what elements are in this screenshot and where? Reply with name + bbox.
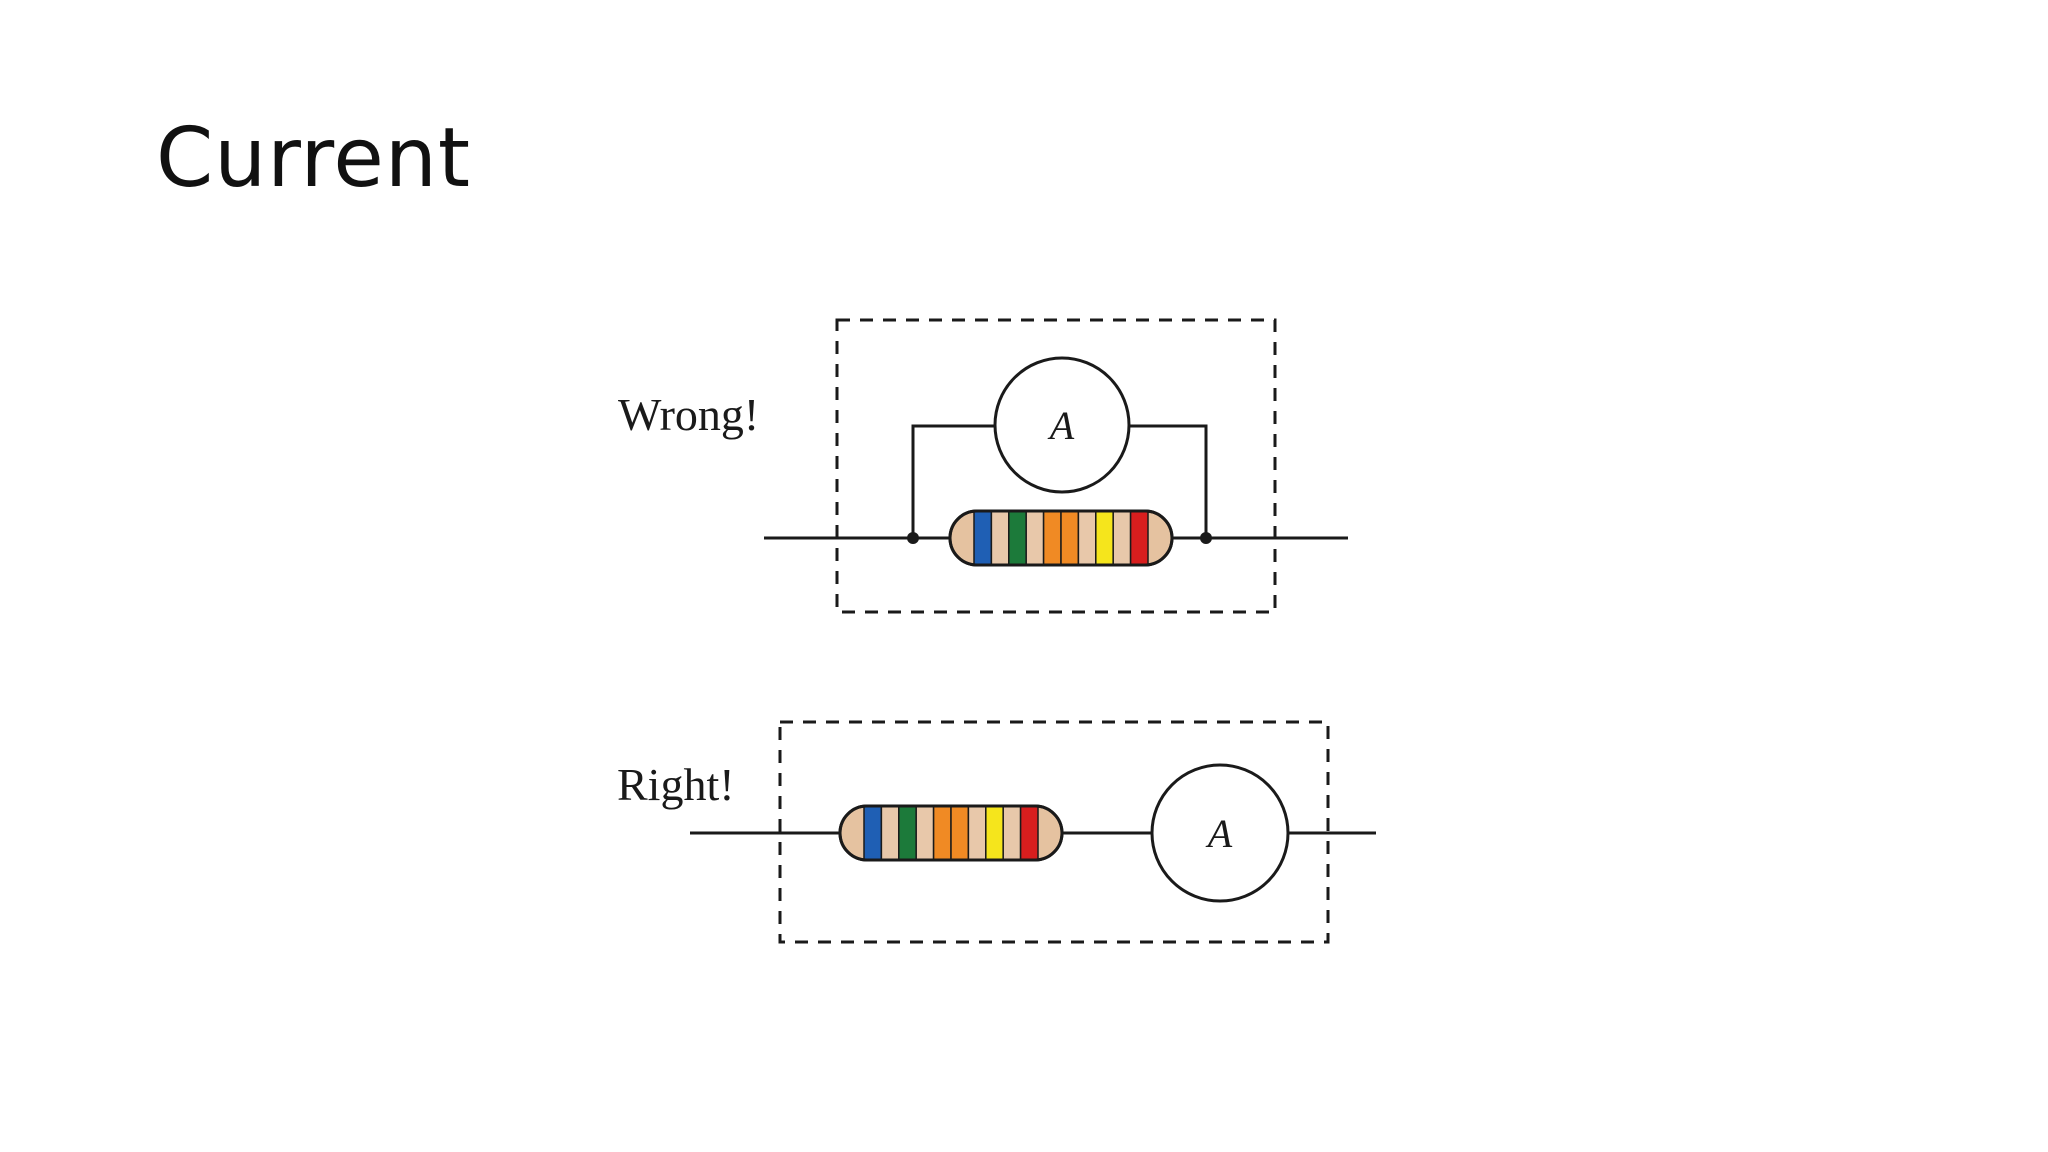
right-resistor-band: [985, 806, 1004, 860]
wrong-resistor-band: [1077, 511, 1097, 565]
wrong-resistor-band: [990, 511, 1010, 565]
wrong-resistor-band: [973, 511, 993, 565]
wrong-resistor-band: [1042, 511, 1062, 565]
right-resistor-band: [1002, 806, 1022, 860]
right-label: Right!: [617, 759, 735, 810]
right-resistor-band: [932, 806, 952, 860]
right-resistor-band: [915, 806, 935, 860]
right-resistor: [838, 804, 1064, 862]
wrong-label: Wrong!: [618, 389, 759, 440]
right-resistor-band: [898, 806, 917, 860]
right-resistor-band: [880, 806, 900, 860]
slide-title: Current: [156, 111, 471, 206]
wrong-resistor-band: [1008, 511, 1027, 565]
wrong-ammeter: A: [993, 356, 1131, 494]
right-resistor-outline: [838, 804, 1064, 862]
right-ammeter-circle: [1150, 763, 1290, 903]
wrong-resistor-outline: [948, 509, 1174, 567]
wrong-resistor-band: [1112, 511, 1132, 565]
right-ammeter-letter: A: [1205, 811, 1233, 856]
wrong-junction-right: [1200, 532, 1212, 544]
wrong-dashed-box: [835, 318, 1277, 614]
wrong-resistor-band: [1129, 511, 1149, 565]
wrong-ammeter-letter: A: [1047, 403, 1075, 448]
wrong-resistor-band: [1095, 511, 1114, 565]
right-resistor-band: [967, 806, 987, 860]
wrong-resistor: [948, 509, 1174, 567]
wrong-resistor-band: [1025, 511, 1045, 565]
wrong-parallel-branch-right: [1130, 424, 1208, 538]
right-ammeter: A: [1150, 763, 1290, 903]
wrong-parallel-branch-left: [911, 424, 995, 538]
wrong-junction-left: [907, 532, 919, 544]
wrong-circuit: Wrong! A: [618, 318, 1348, 614]
right-resistor-band: [950, 806, 970, 860]
right-resistor-band: [863, 806, 883, 860]
right-resistor-band: [1019, 806, 1039, 860]
wrong-resistor-band: [1060, 511, 1080, 565]
wrong-ammeter-circle: [993, 356, 1131, 494]
right-circuit: Right! A: [617, 720, 1376, 944]
